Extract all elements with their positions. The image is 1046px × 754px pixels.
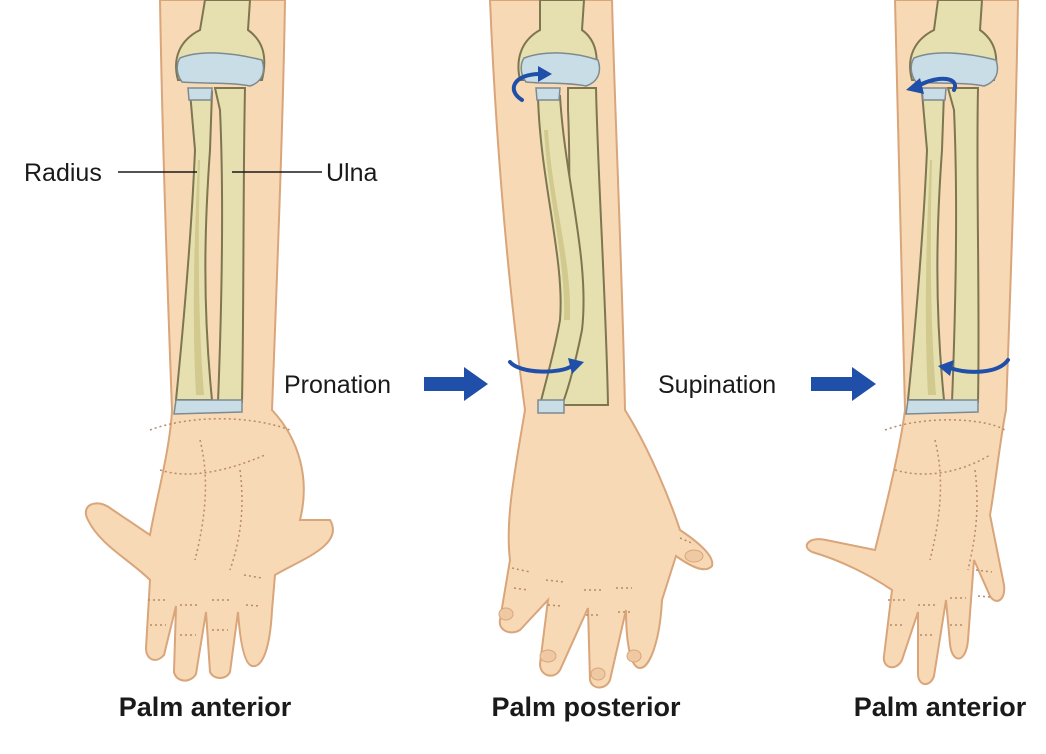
rotation-arrow-wrist-icon (508, 360, 574, 374)
wrist-cartilage-left (173, 399, 243, 415)
knuckle-crease-middle (511, 537, 695, 616)
panel-left-forearm: Radius Ulna Palm anterior (24, 0, 378, 722)
finger-crease-right (888, 569, 993, 636)
radius-label: Radius (24, 159, 102, 187)
wrist-cartilage-middle (537, 399, 565, 414)
ulna-label: Ulna (326, 159, 378, 187)
palm-crease-right (884, 419, 1006, 571)
wrist-cartilage-right (905, 399, 979, 415)
pronation-indicator: Pronation (284, 367, 488, 401)
pronation-label: Pronation (284, 371, 391, 399)
caption-palm-posterior: Palm posterior (491, 692, 681, 722)
finger-crease-left (148, 574, 263, 636)
supination-arrow-icon (811, 367, 876, 401)
palm-crease-left (149, 418, 291, 571)
supination-indicator: Supination (658, 367, 876, 401)
elbow-cartilage-right (910, 52, 999, 87)
forearm-skin-right (805, 0, 1020, 685)
rotation-arrow-elbow-right-icon (916, 76, 958, 92)
fingernail-icon (539, 649, 557, 663)
elbow-cartilage-left (176, 52, 265, 87)
elbow-cartilage-middle (520, 52, 601, 87)
rotation-arrow-elbow-icon (511, 72, 542, 102)
caption-palm-anterior-right: Palm anterior (854, 692, 1027, 722)
panel-middle-forearm: Palm posterior (488, 0, 714, 722)
supination-label: Supination (658, 371, 776, 399)
rotation-arrow-wrist-right-icon (948, 358, 1010, 374)
pronation-arrow-icon (424, 367, 488, 401)
panel-right-forearm: Palm anterior (805, 0, 1027, 722)
caption-palm-anterior-left: Palm anterior (119, 692, 292, 722)
forearm-skin-left (85, 0, 334, 682)
